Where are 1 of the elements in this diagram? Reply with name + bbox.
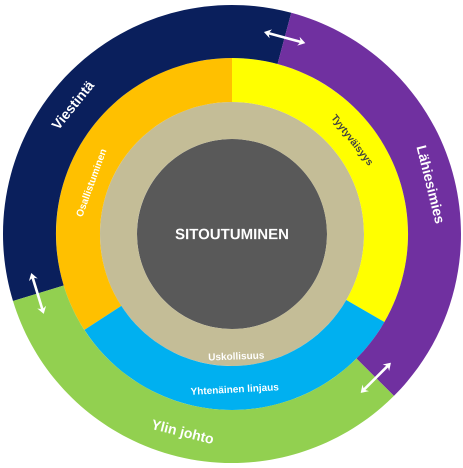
double-arrow (360, 362, 391, 393)
